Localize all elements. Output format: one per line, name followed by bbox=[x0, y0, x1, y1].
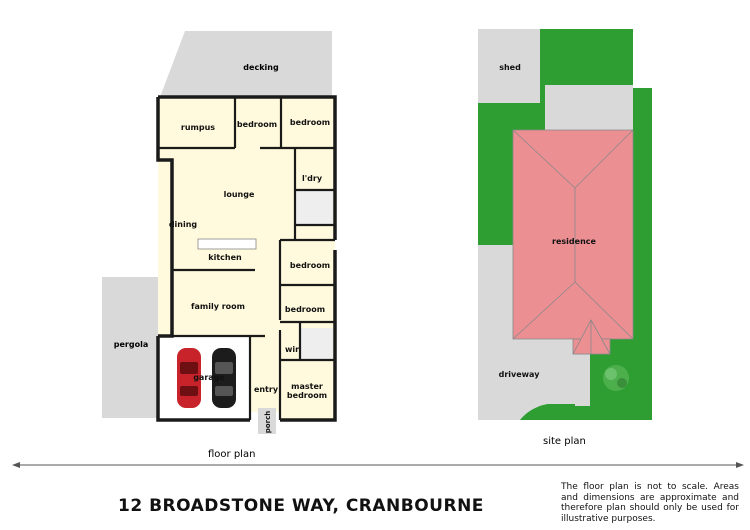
outer-walls bbox=[156, 95, 337, 422]
shed-label: shed bbox=[499, 63, 521, 72]
tree-icon bbox=[603, 365, 629, 391]
car-right bbox=[212, 348, 236, 408]
bedroom-4-label: bedroom bbox=[285, 305, 325, 314]
driveway-label: driveway bbox=[499, 370, 541, 379]
floor-plan-caption: floor plan bbox=[208, 449, 256, 460]
master-bedroom-label-line1: master bbox=[291, 382, 323, 391]
rumpus-label: rumpus bbox=[181, 123, 215, 132]
bedroom-3-label: bedroom bbox=[290, 261, 330, 270]
bedroom-1-label: bedroom bbox=[237, 120, 277, 129]
porch-label: porch bbox=[264, 411, 272, 433]
disclaimer-text: The floor plan is not to scale. Areas an… bbox=[561, 482, 739, 524]
garage-label: garage bbox=[193, 373, 225, 382]
shed-area bbox=[478, 29, 540, 103]
bedroom-2-label: bedroom bbox=[290, 118, 330, 127]
kitchen-label: kitchen bbox=[208, 253, 242, 262]
pergola-label: pergola bbox=[114, 340, 148, 349]
decking-area bbox=[160, 31, 332, 97]
driveway-area bbox=[478, 334, 575, 420]
residence-label: residence bbox=[552, 237, 596, 246]
dining-label: dining bbox=[169, 220, 198, 229]
front-path bbox=[575, 354, 590, 406]
laundry-wet-area bbox=[295, 190, 333, 225]
lounge-label: lounge bbox=[224, 190, 255, 199]
left-paving bbox=[478, 245, 513, 334]
side-paving-top bbox=[545, 85, 633, 130]
laundry-label: l'dry bbox=[302, 174, 323, 183]
roof-hip-lines bbox=[512, 129, 634, 354]
entry-label: entry bbox=[254, 385, 279, 394]
pergola-area bbox=[102, 277, 168, 418]
car-left bbox=[177, 348, 201, 408]
property-address: 12 BROADSTONE WAY, CRANBOURNE bbox=[118, 496, 484, 516]
family-room-label: family room bbox=[191, 302, 245, 311]
site-plan-caption: site plan bbox=[543, 436, 586, 447]
wir-label: wir bbox=[285, 345, 299, 354]
residence-roof bbox=[512, 129, 634, 340]
ensuite-wet-area bbox=[300, 328, 333, 360]
kitchen-bench bbox=[197, 238, 257, 250]
divider-arrow-line bbox=[12, 462, 744, 468]
interior-walls bbox=[158, 97, 335, 420]
porch-gable bbox=[572, 319, 611, 355]
decking-label: decking bbox=[243, 63, 279, 72]
master-bedroom-label-line2: bedroom bbox=[287, 391, 327, 400]
porch-floor bbox=[258, 408, 276, 434]
